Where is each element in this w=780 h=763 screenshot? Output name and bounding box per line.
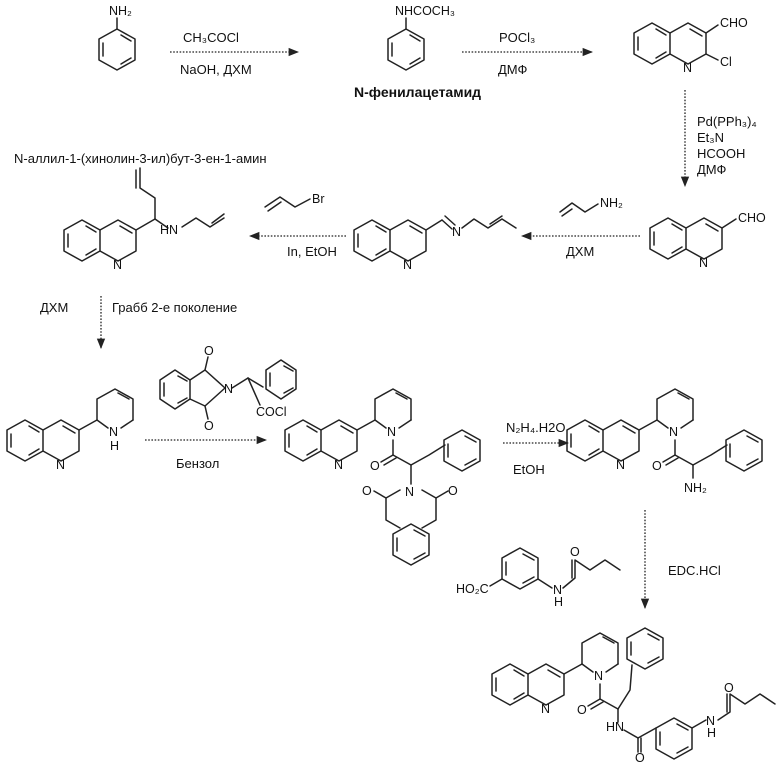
reagent-dmf-1: ДМФ [498, 62, 527, 77]
phthalimide-amide-o-left: O [362, 484, 372, 498]
reagent-pocl3: POCl₃ [499, 30, 535, 45]
final-product-hn: HN [606, 720, 624, 734]
amine-product-structure: N N O NH₂ [567, 389, 762, 495]
reagent-naoh-dcm: NaOH, ДХМ [180, 62, 252, 77]
final-product-n-ring: N [541, 702, 550, 716]
final-product-o1: O [577, 703, 587, 717]
aniline-structure: NH₂ [99, 4, 135, 70]
allylamine-reagent: NH₂ [560, 196, 623, 216]
chloroquinoline-structure: N CHO Cl [634, 16, 748, 75]
phthalimide-amide-o-right: O [448, 484, 458, 498]
reagent-hydrazine: N₂H₄.H2O [506, 420, 565, 435]
phthalimide-amide-n-pip: N [387, 425, 396, 439]
acetanilide-name: N-фенилацетамид [354, 84, 481, 100]
final-product-structure: N N O HN O N H O [492, 628, 775, 763]
reagent-grubbs: Грабб 2-е поколение [112, 300, 237, 315]
amine-product-n-pip: N [669, 425, 678, 439]
phthalimide-amide-structure: N N O N O O [285, 389, 480, 565]
final-product-o2: O [635, 751, 645, 763]
acid-chloride-n: N [224, 382, 233, 396]
imine-n-ring: N [403, 258, 412, 272]
reagent-acetyl-chloride: CH₃COCl [183, 30, 239, 45]
reagent-dcm-2: ДХМ [40, 300, 68, 315]
imine-structure: N N [354, 216, 516, 272]
benzoic-acid-structure: HO₂C N H O [456, 545, 620, 609]
quinoline-aldehyde-cho: CHO [738, 211, 766, 225]
phthalimide-amide-n-ring: N [334, 458, 343, 472]
reagent-pd-catalyst: Pd(PPh₃)₄ [697, 114, 757, 129]
chloroquinoline-cl: Cl [720, 55, 732, 69]
benzoic-acid-o: O [570, 545, 580, 559]
chloroquinoline-n: N [683, 61, 692, 75]
acid-chloride-structure: O N O COCl [160, 344, 296, 433]
reagent-dcm-1: ДХМ [566, 244, 594, 259]
acid-chloride-cocl: COCl [256, 405, 287, 419]
tetrahydropyridine-nh: N [109, 425, 118, 439]
reagent-etoh: EtOH [513, 462, 545, 477]
quinoline-aldehyde-n: N [699, 256, 708, 270]
chloroquinoline-cho: CHO [720, 16, 748, 30]
allylamine-nh2: NH₂ [600, 196, 623, 210]
homoallyl-amine-structure: N-аллил-1-(хинолин-3-ил)бут-3-ен-1-амин … [14, 151, 267, 272]
reagent-formic-acid: HCOOH [697, 146, 745, 161]
tetrahydropyridine-structure: N N H [7, 389, 133, 472]
acetanilide-group: NHCOCH₃ [395, 4, 455, 18]
amine-product-o: O [652, 459, 662, 473]
final-product-n-pip: N [594, 669, 603, 683]
allyl-bromide-br: Br [312, 192, 325, 206]
reagent-edc: EDC.HCl [668, 563, 721, 578]
homoallyl-amine-n: N [169, 223, 178, 237]
imine-n-chain: N [452, 225, 461, 239]
tetrahydropyridine-h: H [110, 439, 119, 453]
reagent-benzene: Бензол [176, 456, 219, 471]
benzoic-acid-h: H [554, 595, 563, 609]
phthalimide-amide-o-amide: O [370, 459, 380, 473]
allyl-bromide-reagent: Br [265, 192, 325, 211]
homoallyl-amine-h: H [160, 223, 169, 237]
reagent-in-etoh: In, EtOH [287, 244, 337, 259]
benzoic-acid-ho2c: HO₂C [456, 582, 489, 596]
reagent-triethylamine: Et₃N [697, 130, 724, 145]
reagent-dmf-2: ДМФ [697, 162, 726, 177]
acid-chloride-o2: O [204, 419, 214, 433]
final-product-h: H [707, 726, 716, 740]
amine-product-nh2: NH₂ [684, 481, 707, 495]
aniline-nh2: NH₂ [109, 4, 132, 18]
amine-product-n-ring: N [616, 458, 625, 472]
final-product-o3: O [724, 681, 734, 695]
phthalimide-amide-n-imide: N [405, 485, 414, 499]
tetrahydropyridine-n-ring: N [56, 458, 65, 472]
homoallyl-amine-name: N-аллил-1-(хинолин-3-ил)бут-3-ен-1-амин [14, 151, 267, 166]
reagent-labels: CH₃COCl NaOH, ДХМ POCl₃ ДМФ Pd(PPh₃)₄ Et… [40, 30, 757, 578]
acid-chloride-o1: O [204, 344, 214, 358]
homoallyl-amine-n-ring: N [113, 258, 122, 272]
quinoline-aldehyde-structure: N CHO [650, 211, 766, 270]
